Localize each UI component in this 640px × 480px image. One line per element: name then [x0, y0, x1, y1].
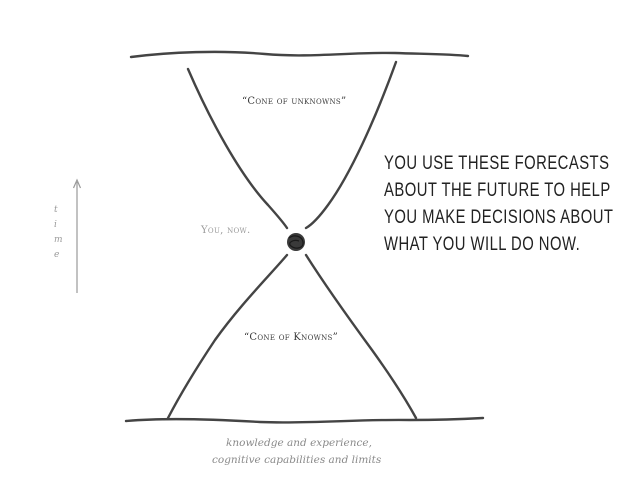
lower-cone-left-edge: [166, 253, 289, 420]
you-now-label: You, now.: [201, 225, 251, 236]
cone-of-knowns-label: “Cone of Knowns”: [244, 332, 339, 343]
forecast-text-line: WHAT YOU WILL DO NOW.: [384, 234, 581, 255]
footer-caption-line: cognitive capabilities and limits: [212, 454, 382, 466]
time-axis-letter: t: [54, 205, 58, 215]
forecast-text-line: YOU MAKE DECISIONS ABOUT: [384, 207, 614, 228]
cone-of-unknowns-label: “Cone of unknowns”: [242, 96, 347, 107]
upper-cone-left-edge: [186, 67, 289, 230]
forecast-text-line: YOU USE THESE FORECASTS: [384, 153, 610, 174]
bottom-boundary-line: [124, 416, 485, 424]
upper-cone-right-edge: [304, 60, 398, 230]
time-axis-letter: m: [54, 235, 63, 245]
lower-cone-right-edge: [304, 253, 418, 420]
footer-caption-line: knowledge and experience,: [226, 437, 372, 449]
time-axis-letter: e: [54, 250, 60, 260]
you-now-dot: [287, 233, 305, 251]
time-axis-arrow: [72, 178, 82, 293]
forecast-text-line: ABOUT THE FUTURE TO HELP: [384, 180, 611, 201]
forecast-explanation-text: YOU USE THESE FORECASTS ABOUT THE FUTURE…: [384, 150, 613, 258]
top-boundary-line: [129, 50, 470, 59]
time-axis-letter: i: [54, 220, 57, 230]
